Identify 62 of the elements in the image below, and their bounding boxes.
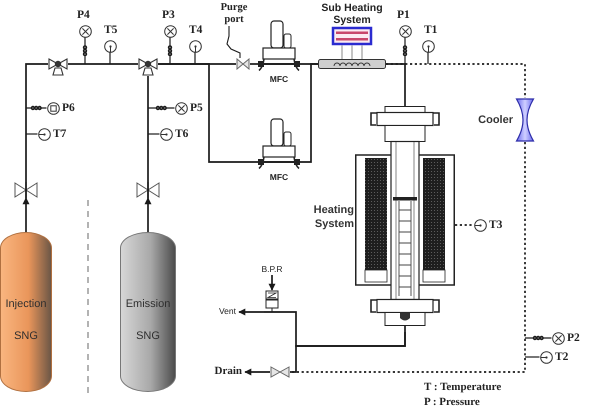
pipe-line [300,63,318,163]
sensor-label: P2 [567,332,581,344]
valve-icon [270,366,290,378]
dashed-line [455,224,474,226]
three-way-valve-icon [138,56,158,76]
component-label: Heating System [312,203,354,231]
pipe-line [290,332,406,373]
gauge-stem [109,52,111,64]
gas-cylinder [120,232,176,392]
sensor-label: P1 [397,9,411,21]
gauge-stem [82,36,88,65]
gas-cylinder [0,232,52,392]
sensor-label: T7 [53,128,68,140]
key-note: T : Temperature [424,381,502,394]
component-label: Sub Heating System [320,2,384,26]
flow-arrow [22,197,30,232]
dotted-line [386,63,526,98]
pipe-line [250,63,258,65]
key-note: P : Pressure [424,396,481,409]
sensor-label: T6 [175,128,190,140]
device-label: MFC [268,74,290,85]
pipe-line [68,63,138,65]
component-label: Cooler [477,113,513,127]
sensor-label: T4 [189,24,204,36]
pipe-line [25,63,48,182]
pipe-line [158,63,258,163]
valve-icon [14,182,38,198]
sensor-label: T2 [555,351,570,363]
pipe-line [147,76,149,182]
regulator-label: B.P.R [256,264,288,275]
port-label: Purge port [212,2,256,26]
gauge-stem [427,52,429,64]
pipe-line [386,63,406,98]
sensor-label: T5 [104,24,118,36]
cylinder-label: Injection SNG [4,297,48,344]
valve-icon [236,58,250,70]
flow-arrow [144,197,152,232]
sensor-label: P6 [62,102,76,114]
sensor-label: P5 [190,102,204,114]
sensor-label: P4 [77,9,91,21]
outlet-arrow [244,368,270,376]
gauge-stem [402,36,408,65]
three-way-valve-icon [48,56,68,76]
outlet-arrow [238,308,264,316]
gauge-stem [25,106,48,110]
gauge-stem [168,36,172,65]
leader-line [226,26,241,58]
gauge-stem [26,133,38,135]
sensor-label: T3 [489,219,504,231]
gauge-stem [147,106,176,110]
outlet-label: Vent [206,306,239,317]
sensor-label: T1 [424,24,438,36]
gauge-stem [524,336,552,340]
device-label: MFC [268,172,290,183]
gauge-stem [148,133,160,135]
leader-arrow [268,275,276,291]
valve-icon [136,182,160,198]
sensor-label: P3 [162,9,176,21]
gauge-stem [194,52,196,64]
outlet-label: Drain [202,365,245,378]
regulator-valve-icon [264,290,280,316]
gauge-stem [525,356,540,358]
